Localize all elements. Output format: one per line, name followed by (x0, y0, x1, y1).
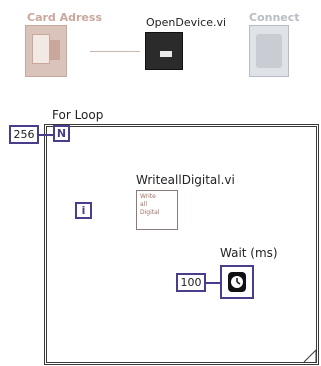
card-address-icon[interactable] (25, 25, 67, 77)
for-loop-frame[interactable] (44, 124, 319, 365)
open-device-label: OpenDevice.vi (146, 16, 227, 29)
write-digital-label: WriteallDigital.vi (136, 173, 235, 187)
loop-index-terminal[interactable]: i (75, 202, 92, 219)
loop-corner-fold (303, 349, 317, 363)
loop-count-terminal[interactable]: N (53, 125, 70, 142)
write-digital-icon-line-2: all (140, 201, 148, 208)
write-digital-icon[interactable]: Write all Digital (136, 190, 178, 230)
wire-count-to-n (39, 134, 53, 136)
for-loop-label: For Loop (52, 108, 104, 122)
card-address-label: Card Adress (27, 11, 102, 24)
wire-wait-constant (206, 282, 220, 284)
connect-label: Connect (249, 11, 300, 24)
loop-count-constant[interactable]: 256 (9, 125, 39, 144)
clock-icon[interactable] (220, 265, 254, 299)
wait-constant[interactable]: 100 (176, 273, 206, 292)
connect-icon[interactable] (249, 25, 289, 77)
wait-label: Wait (ms) (220, 246, 278, 260)
write-digital-icon-line-1: Write (140, 193, 156, 200)
write-digital-icon-line-3: Digital (140, 209, 160, 216)
open-device-icon[interactable] (145, 32, 183, 70)
wire-card-to-open (90, 51, 140, 52)
